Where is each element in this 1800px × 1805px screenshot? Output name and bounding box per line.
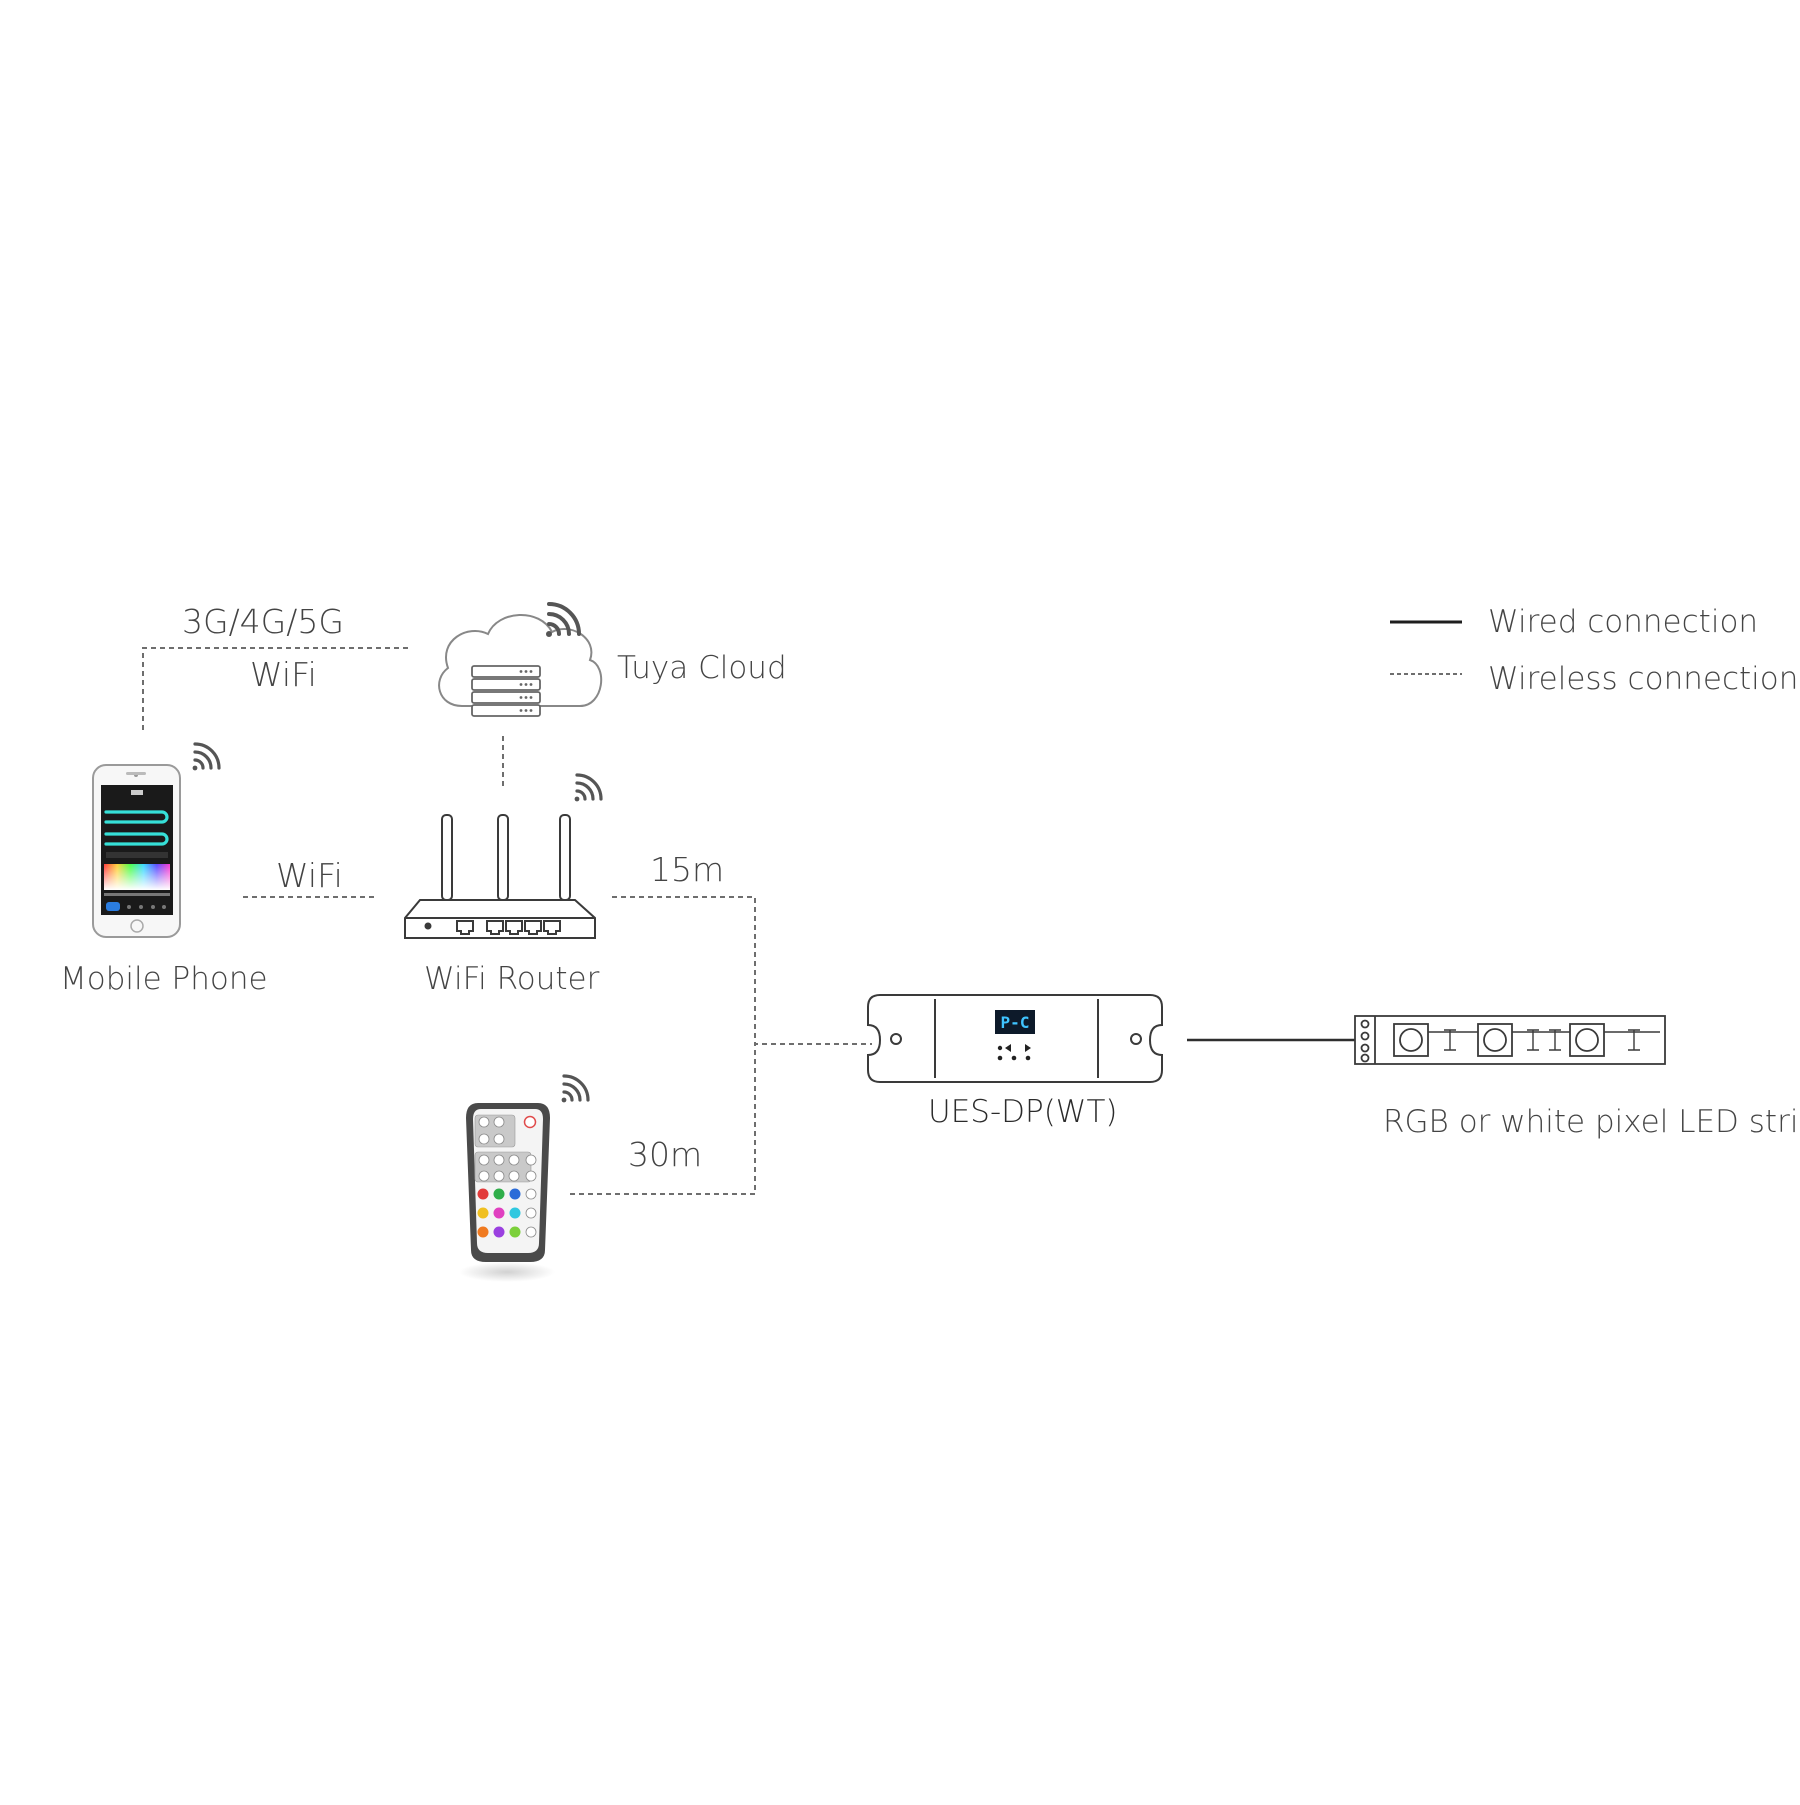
cloud-wireless-icon [546,602,581,637]
controller-buttons [997,1044,1031,1061]
strip-label: RGB or white pixel LED strip [1383,1104,1800,1140]
connection-lines [142,647,872,1195]
link-label-phone-router-wifi: WiFi [276,856,343,895]
remote-icon [459,1103,555,1282]
controller-label: UES-DP(WT) [928,1094,1118,1130]
link-router-controller [612,896,872,1045]
legend-wireless-label: Wireless connection [1488,661,1799,697]
legend [1390,620,1462,675]
cloud-icon [438,614,603,717]
controller-icon [867,994,1163,1083]
legend-wired-label: Wired connection [1488,604,1759,640]
cloud-label: Tuya Cloud [617,650,787,686]
controller-display-text: P-C [1000,1013,1030,1032]
phone-wireless-icon [192,742,221,771]
remote-wireless-icon [561,1074,590,1103]
link-label-cloud-wifi: WiFi [250,655,317,694]
link-phone-cloud [142,647,408,730]
router-label: WiFi Router [424,961,600,997]
link-remote-controller [570,1044,756,1195]
router-wireless-icon [574,773,603,802]
phone-icon [92,764,181,938]
link-label-3g-4g-5g: 3G/4G/5G [182,602,344,641]
link-label-15m: 15m [650,850,725,889]
phone-label: Mobile Phone [60,961,268,997]
router-icon [404,814,596,939]
link-label-30m: 30m [628,1135,703,1174]
led-strip-icon [1354,1015,1666,1065]
